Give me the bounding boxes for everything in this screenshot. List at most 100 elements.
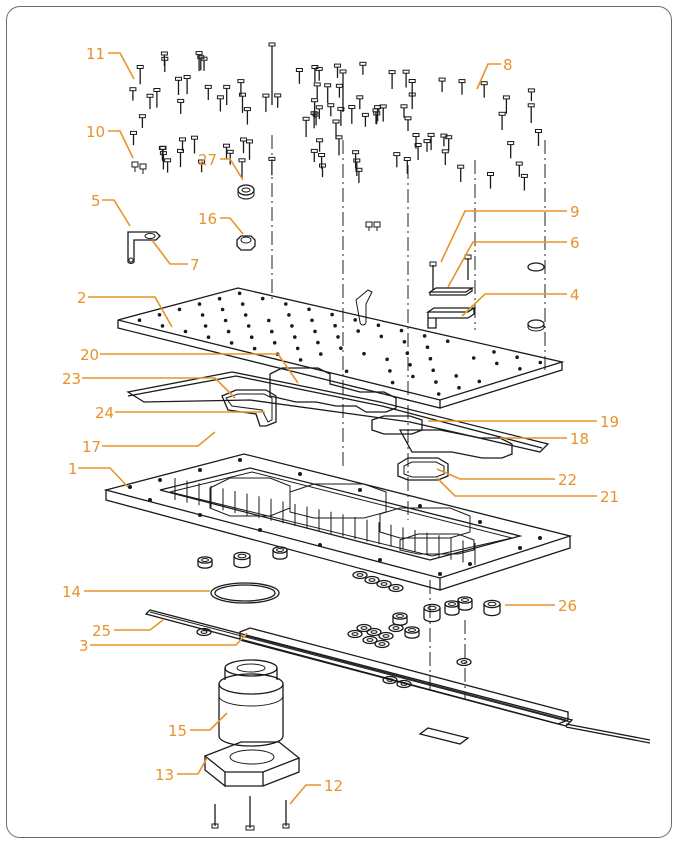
gasket-layer [126,367,550,481]
callout-labels: 11 8 10 27 16 5 7 9 6 4 2 20 23 19 24 18… [62,45,619,795]
screw [438,77,446,93]
plate-hole [137,318,142,323]
plate-hole [333,323,337,328]
screw [223,143,230,159]
screw [177,98,185,114]
plate-hole [295,346,300,351]
screw [414,143,422,160]
screw [175,76,182,95]
screw [216,95,224,112]
plate-hole [385,357,389,362]
screw [441,149,449,165]
screw [191,135,198,154]
screw [311,98,319,119]
callout-19: 19 [600,413,619,431]
callout-3: 3 [79,637,89,655]
screw [198,159,206,173]
pump-mount [203,741,301,788]
washer [374,639,390,649]
assembly-axes [271,135,546,700]
plate-hole [267,318,271,323]
plate-hole [270,329,274,334]
screw [238,158,246,178]
screw [353,158,361,176]
screw [400,104,408,118]
plate-hole [287,313,291,317]
screw [373,111,381,125]
screw [335,135,343,156]
fitting [423,603,441,623]
plate-hole [226,329,231,334]
plate-hole [220,307,225,312]
plate-hole [518,367,522,371]
screw [402,69,410,88]
screw [458,79,466,95]
screw [274,93,282,108]
small-screws-part [131,161,147,174]
screw [159,151,167,170]
washer [456,657,472,667]
screw [177,148,184,168]
screw [183,75,191,95]
plate-hole [330,312,334,317]
plate-hole [336,335,340,339]
plate-hole [379,334,384,339]
screw [348,105,356,124]
plate-hole [310,318,314,323]
screw [302,116,310,137]
screw [129,87,137,101]
callout-16: 16 [198,210,217,228]
plate-hole [425,345,430,350]
callout-leaders [78,52,597,805]
cable-strip [144,609,651,744]
plate-hole [237,291,242,296]
plate-hole [388,369,392,373]
plate-hole [457,385,461,390]
screw [502,95,510,114]
plate-hole [313,329,317,334]
screw [158,146,166,161]
rim-hole [418,504,422,508]
washer [347,629,363,639]
rim-hole [358,488,362,492]
screw [324,83,332,104]
screw [356,95,364,110]
plate-hole [402,340,407,344]
fitting [404,626,420,639]
plate-hole [200,313,205,317]
screw [130,130,137,146]
fitting [272,546,288,560]
screw [195,51,203,72]
rim-hole [258,528,262,532]
screw [457,164,465,182]
plate-hole [293,335,297,339]
plate-hole [298,358,303,362]
screw [161,56,169,73]
screw [355,167,363,183]
callout-5: 5 [91,192,101,210]
plate-hole [197,302,202,306]
cover-plate [117,287,565,409]
screw [408,92,416,110]
plate-hole [177,307,182,312]
plate-hole [445,339,450,344]
plate-hole [246,324,251,328]
rim-hole [198,513,202,517]
fitting [197,556,213,569]
screw [200,56,208,71]
rim-hole [318,543,322,547]
callout-15: 15 [168,722,187,740]
callout-9: 9 [570,203,580,221]
fitting [392,612,408,626]
screw [404,116,412,131]
screw [313,82,321,99]
plate-hole [339,346,343,351]
screw [335,83,343,98]
screw [361,112,369,127]
washer [362,635,378,645]
plate-hole [229,341,234,345]
rim-hole [538,536,542,540]
rim-hole [298,472,302,476]
fitting [444,600,460,616]
